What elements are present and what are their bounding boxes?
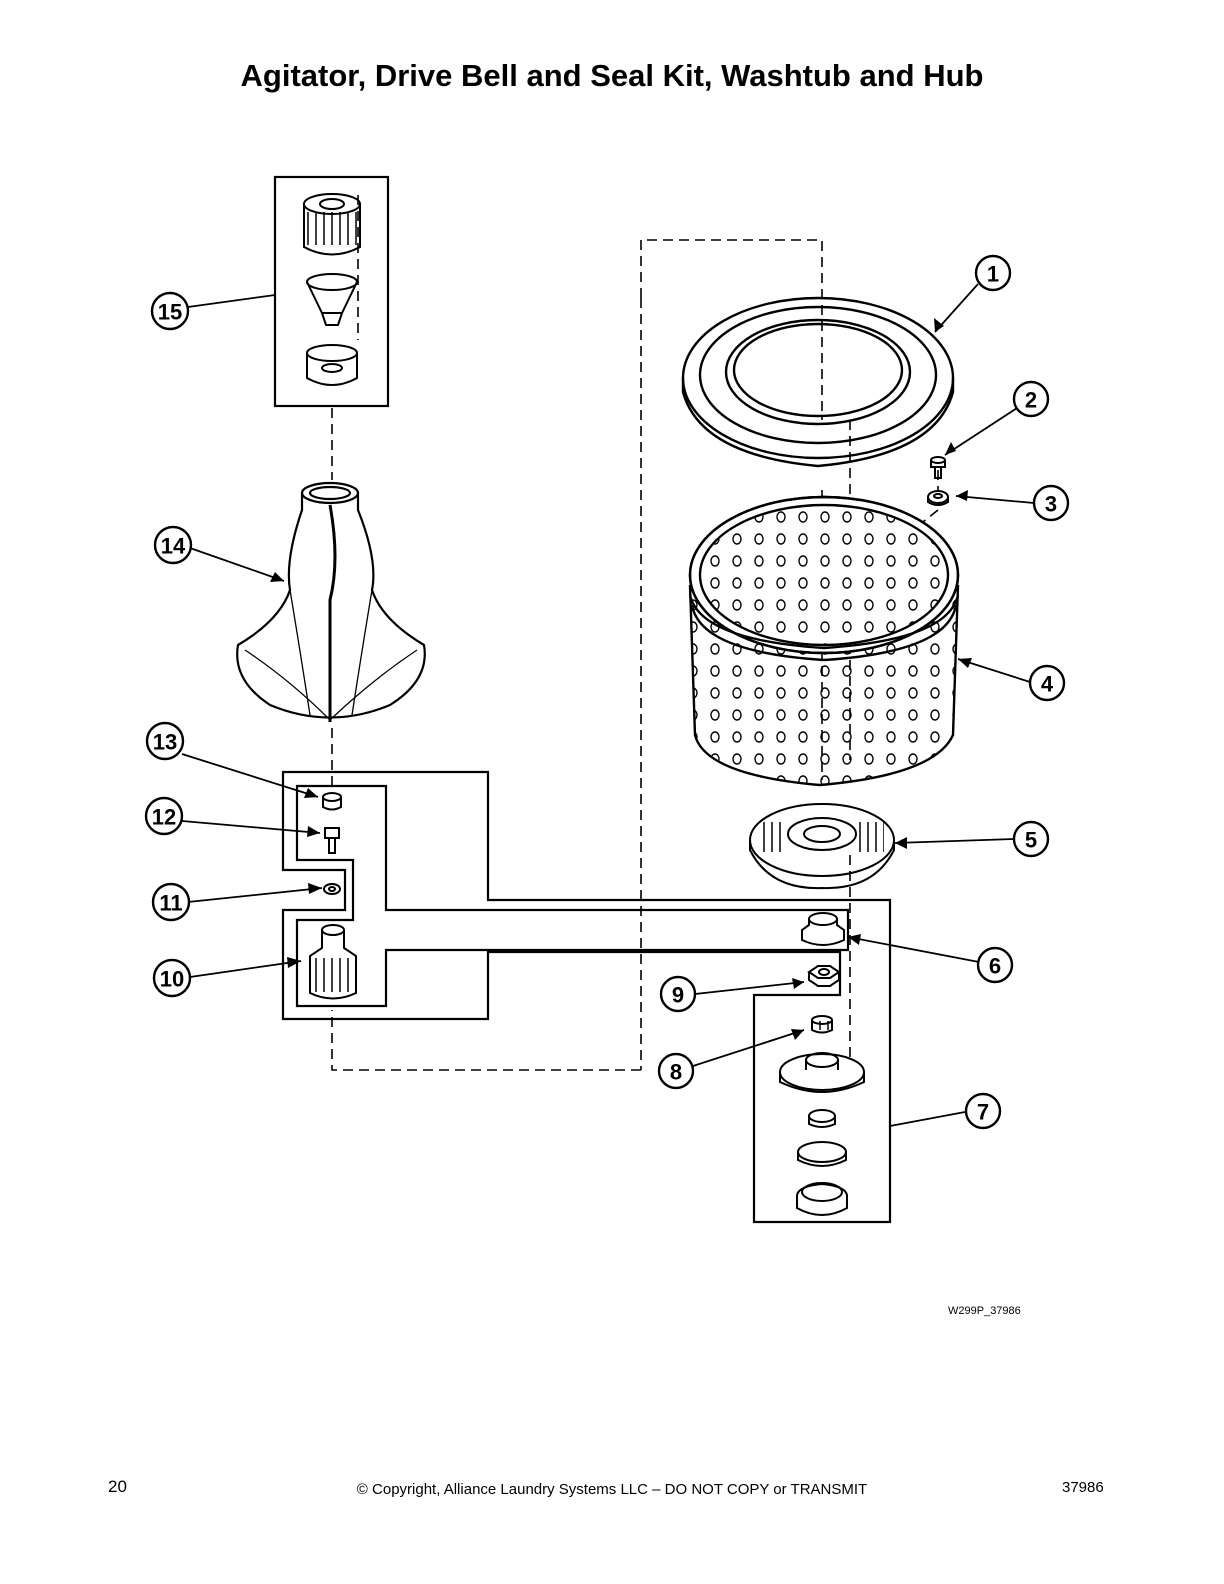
part-7-hub-seal-kit (779, 1052, 865, 1216)
part-5-hub-plate (749, 803, 895, 890)
callout-4-label: 4 (1041, 672, 1054, 697)
callout-11-circle (151, 882, 191, 922)
callout-13-label: 13 (153, 730, 177, 755)
callout-15-label: 15 (158, 300, 182, 325)
callout-labels: 1 2 3 4 5 6 7 8 9 10 11 12 13 14 15 (152, 262, 1057, 1125)
callout-4-circle (1028, 664, 1066, 702)
part-13-nut (322, 792, 342, 811)
callout-12-circle (144, 796, 184, 836)
callout-5-circle (1012, 820, 1050, 858)
group-frames (273, 175, 892, 1224)
leader-arrowheads (270, 318, 972, 1040)
part-6-seal (801, 912, 845, 946)
document-number: 37986 (1062, 1479, 1104, 1496)
part-11-washer (323, 883, 341, 895)
callout-8-circle (657, 1052, 695, 1090)
callout-7-label: 7 (977, 1100, 989, 1125)
part-14-agitator (236, 481, 426, 722)
part-1-tub-ring (681, 296, 955, 468)
callout-14-label: 14 (161, 534, 186, 559)
part-4-washtub (688, 495, 960, 787)
part-9-hex-nut (807, 965, 841, 987)
copyright-notice: © Copyright, Alliance Laundry Systems LL… (356, 1481, 868, 1498)
callout-7-circle (964, 1092, 1002, 1130)
part-15-cap-assembly (303, 193, 361, 386)
part-10-drive-bell (309, 924, 357, 1000)
callout-15-circle (150, 291, 190, 331)
callout-1-circle (974, 254, 1012, 292)
callout-13-circle (145, 721, 185, 761)
page-number: 20 (108, 1477, 127, 1496)
page-title: Agitator, Drive Bell and Seal Kit, Washt… (240, 58, 984, 93)
callout-6-label: 6 (989, 954, 1001, 979)
callout-12-label: 12 (152, 805, 176, 830)
callout-10-label: 10 (160, 967, 184, 992)
callout-6-circle (976, 946, 1014, 984)
callout-11-label: 11 (159, 891, 182, 916)
part-2-screw (930, 456, 946, 479)
leader-lines (181, 283, 1035, 1127)
callout-5-label: 5 (1025, 828, 1037, 853)
callout-bubbles (144, 254, 1070, 1130)
callout-8-label: 8 (670, 1060, 682, 1085)
callout-3-circle (1032, 484, 1070, 522)
drawing-id: W299P_37986 (948, 1305, 1021, 1317)
part-3-washer (927, 490, 949, 506)
callout-9-label: 9 (672, 983, 684, 1008)
callout-9-circle (659, 975, 697, 1013)
callout-10-circle (152, 958, 192, 998)
part-8-bearing (811, 1015, 833, 1034)
callout-1-label: 1 (987, 262, 999, 287)
callout-2-label: 2 (1025, 388, 1037, 413)
callout-3-label: 3 (1045, 492, 1057, 517)
callout-2-circle (1012, 380, 1050, 418)
part-12-bolt (324, 827, 340, 854)
callout-14-circle (153, 525, 193, 565)
